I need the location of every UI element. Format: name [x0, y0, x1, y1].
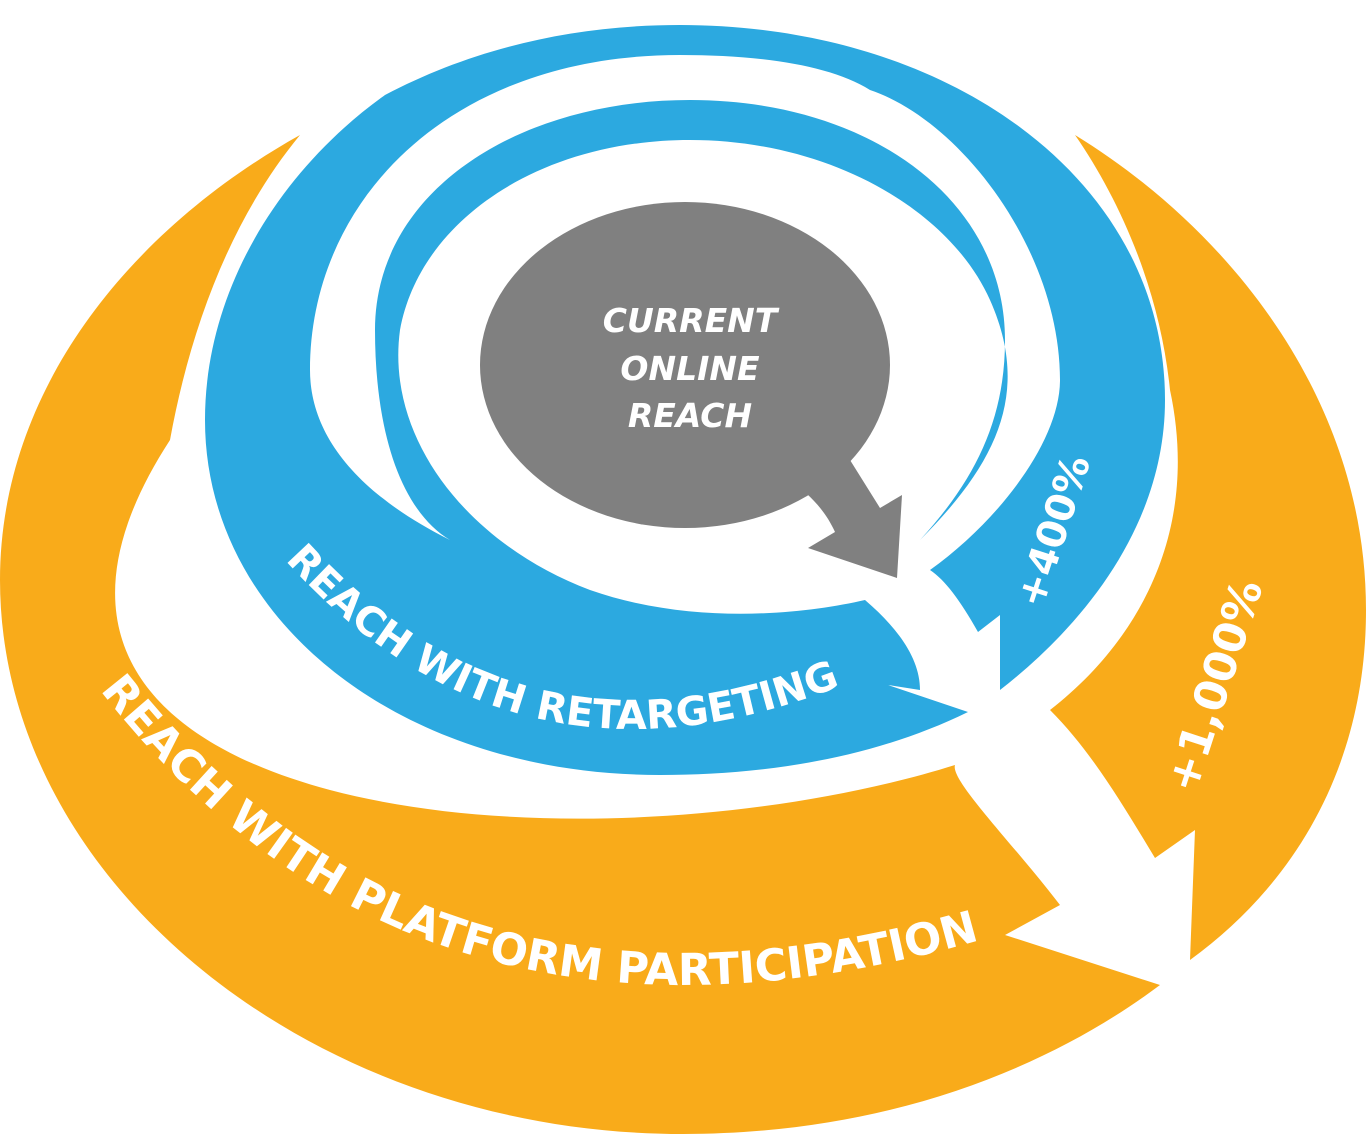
outer-ring-right-shape [1050, 135, 1366, 960]
outer-ring [0, 135, 1366, 1134]
outer-ring-shape [0, 135, 1160, 1134]
center-reach: CURRENT ONLINE REACH [480, 202, 902, 578]
center-line-3: REACH [628, 396, 752, 435]
inner-ring [205, 25, 1165, 775]
center-blob [480, 202, 890, 528]
center-line-1: CURRENT [603, 301, 780, 340]
inner-ring-shape [205, 25, 1165, 775]
center-arrow-shape [790, 460, 902, 578]
center-line-2: ONLINE [620, 349, 760, 388]
